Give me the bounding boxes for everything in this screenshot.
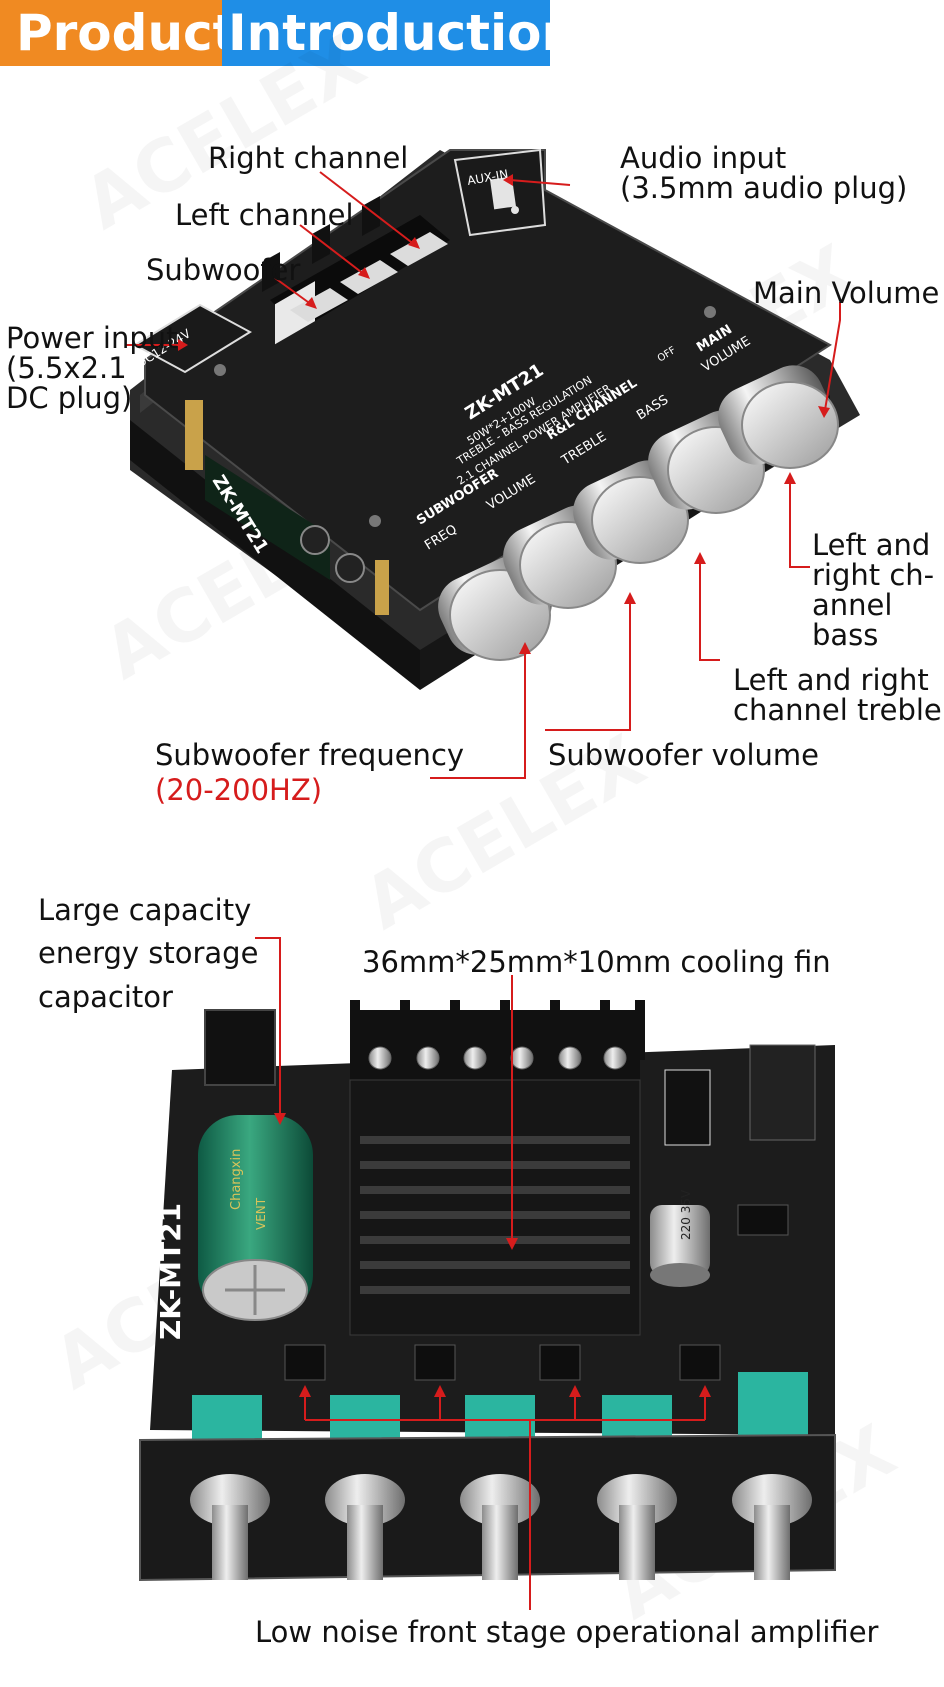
- label-lr-bass-1: Left and: [812, 528, 931, 562]
- audio-jack: [749, 1044, 816, 1141]
- cooling-fin: [349, 1000, 645, 1336]
- label-main-volume: Main Volume: [753, 276, 940, 310]
- label-power-input-1: Power input: [6, 321, 178, 355]
- label-capacitor-3: capacitor: [38, 980, 173, 1014]
- label-lr-bass-3: annel: [812, 588, 893, 622]
- bottom-leader-arrows: [274, 1113, 711, 1397]
- cap-vent-text: VENT: [254, 1197, 268, 1230]
- label-lr-treble-2: channel treble: [733, 693, 942, 727]
- header-product: Product: [0, 0, 237, 66]
- top-leader-lines: [125, 171, 841, 779]
- label-lr-treble-1: Left and right: [733, 663, 929, 697]
- label-power-input-2: (5.5x2.1: [6, 351, 127, 385]
- header-introduction: Introduction: [222, 0, 577, 66]
- front-shafts: [190, 1474, 812, 1580]
- top-leader-arrows: [178, 174, 830, 654]
- small-capacitor: 220 35V: [650, 1189, 710, 1287]
- label-left-channel: Left channel: [175, 198, 354, 232]
- label-audio-input-1: Audio input: [620, 141, 787, 175]
- label-sub-volume: Subwoofer volume: [548, 738, 820, 772]
- dc-jack: [204, 1009, 276, 1086]
- label-opamp: Low noise front stage operational amplif…: [255, 1615, 879, 1649]
- small-cap-print: 220 35V: [679, 1189, 693, 1240]
- aux-jack: [453, 148, 547, 237]
- large-capacitor: [198, 1115, 313, 1321]
- bt-module: [664, 1069, 711, 1146]
- dc-input-area: [133, 303, 252, 374]
- label-audio-input-2: (3.5mm audio plug): [620, 171, 908, 205]
- teal-potentiometers: [192, 1372, 808, 1440]
- label-capacitor-1: Large capacity: [38, 893, 252, 927]
- pcb-model-text: ZK-MT21: [154, 1203, 187, 1340]
- label-sub-freq-2: (20-200HZ): [155, 773, 323, 807]
- bottom-leader-lines: [255, 937, 706, 1610]
- label-lr-bass-2: right ch-: [812, 558, 935, 592]
- cap-brand-text: Changxin: [229, 1149, 244, 1210]
- knob-main-volume: [718, 365, 839, 469]
- label-capacitor-2: energy storage: [38, 936, 259, 970]
- label-power-input-3: DC plug): [6, 381, 133, 415]
- label-lr-bass-4: bass: [812, 618, 879, 652]
- label-subwoofer: Subwoofer: [146, 253, 301, 287]
- label-right-channel: Right channel: [208, 141, 409, 175]
- label-cooling-fin: 36mm*25mm*10mm cooling fin: [362, 945, 831, 979]
- label-sub-freq-1: Subwoofer frequency: [155, 738, 465, 772]
